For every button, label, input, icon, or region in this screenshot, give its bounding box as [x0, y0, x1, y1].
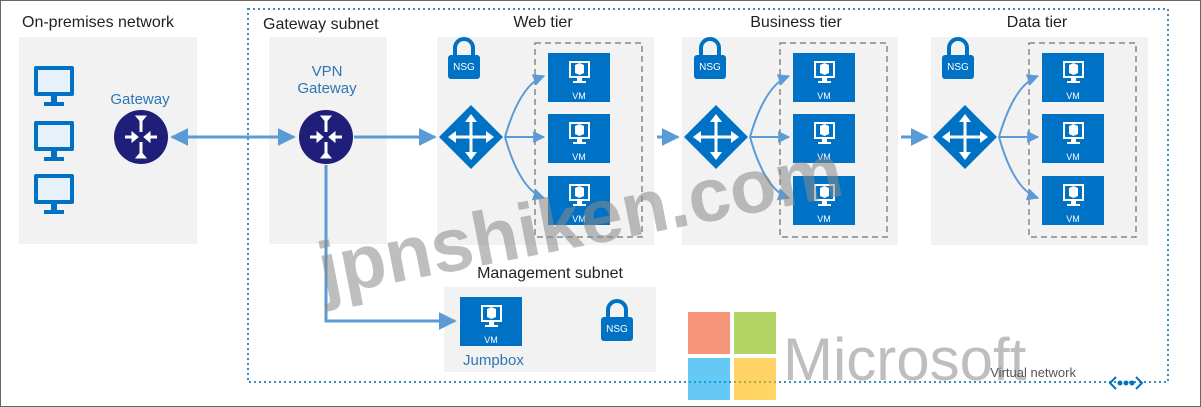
vm-label: VM [572, 214, 586, 224]
nsg-label: NSG [947, 62, 969, 73]
data-fanout-arrow [998, 74, 1040, 138]
vm-label: VM [572, 152, 586, 162]
vm-label: VM [1066, 91, 1080, 101]
vnet-icon [1108, 376, 1144, 390]
nsg-label: NSG [606, 324, 628, 335]
connectors [170, 128, 929, 330]
vpn-label-line2: Gateway [297, 80, 357, 97]
web-tier-title: Web tier [513, 14, 573, 31]
vm-label: VM [484, 335, 498, 345]
router-icon [112, 108, 170, 166]
gateway-to-jumpbox-arrow [324, 165, 457, 330]
data-tier-title: Data tier [1007, 14, 1068, 31]
fanout-arrows [504, 74, 1040, 201]
vm-label: VM [572, 91, 586, 101]
gateway-subnet-title: Gateway subnet [263, 16, 379, 33]
vm-label: VM [817, 152, 831, 162]
data-fanout-arrow [998, 136, 1040, 201]
onprem-title: On-premises network [22, 14, 175, 31]
virtual-network-boundary [247, 8, 1169, 383]
nsg-label: NSG [699, 62, 721, 73]
vpn-label-line1: VPN [312, 63, 343, 80]
business-fanout-arrow [749, 136, 791, 201]
vm-label: VM [1066, 152, 1080, 162]
microsoft-wordmark: Microsoft [783, 326, 1027, 393]
router-icon [297, 108, 355, 166]
microsoft-logo [688, 312, 776, 400]
web-fanout-arrow [504, 74, 546, 138]
nsg-label: NSG [453, 62, 475, 73]
virtual-network-label: Virtual network [990, 365, 1076, 380]
jumpbox-label: Jumpbox [463, 352, 524, 369]
vm-label: VM [1066, 214, 1080, 224]
gateway-label: Gateway [110, 91, 170, 108]
business-fanout-arrow [749, 74, 791, 138]
web-fanout-arrow [504, 136, 546, 201]
vm-label: VM [817, 91, 831, 101]
business-tier-title: Business tier [750, 14, 842, 31]
vm-label: VM [817, 214, 831, 224]
management-subnet-title: Management subnet [477, 265, 623, 282]
